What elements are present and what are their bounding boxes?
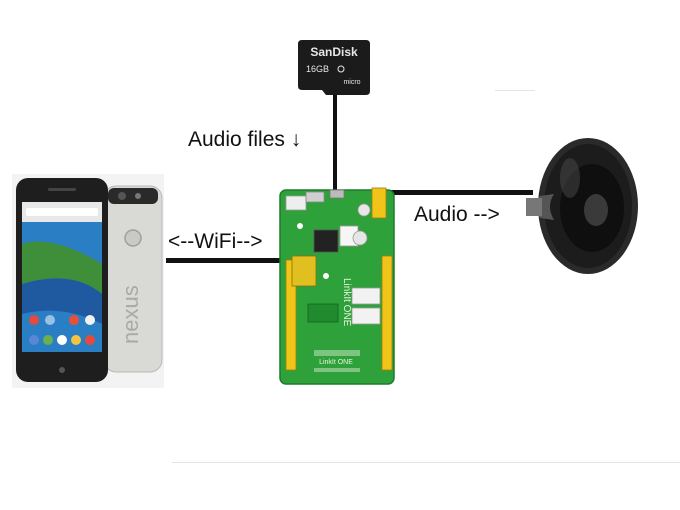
faint-rule-bottom [172,462,680,463]
wifi-label: <--WiFi--> [168,230,263,253]
sd-to-board-wire [333,92,337,192]
audio-files-label: Audio files ↓ [188,128,302,151]
board-to-speaker-wire [378,190,533,195]
linkit-one-board: LinkIt ONE LinkIt ONE [279,187,395,385]
sd-card-image: SanDisk 16GB micro [298,40,370,95]
board-model-line: LinkIt ONE [319,359,353,366]
phone-back: nexus [103,185,163,373]
phone-to-board-wire [166,258,284,263]
phone-brand-text: nexus [118,285,143,344]
sd-card-brand: SanDisk [310,45,358,59]
sd-card-capacity: 16GB [306,64,329,74]
phone-front [16,178,108,382]
board-vertical-logo: LinkIt ONE [341,278,352,327]
audio-output-label: Audio --> [414,203,500,226]
phone-image: nexus [12,174,164,388]
faint-rule-top [495,90,535,91]
speaker-image [526,138,638,274]
sd-card-type-mark: micro [343,79,360,86]
